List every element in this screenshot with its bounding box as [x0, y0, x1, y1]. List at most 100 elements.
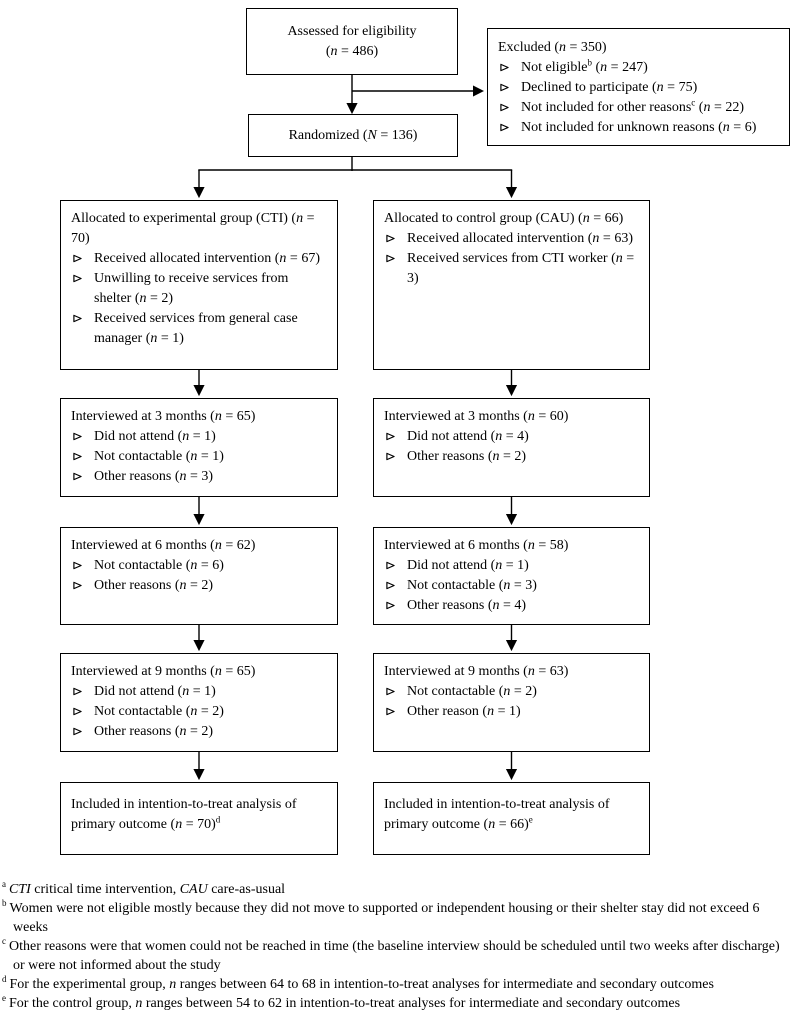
- arrow-bullet-icon: [73, 447, 94, 461]
- footnote-marker: c: [2, 936, 6, 947]
- list-item: Received services from CTI worker (n = 3…: [384, 249, 639, 289]
- list-item: Did not attend (n = 1): [384, 556, 639, 576]
- list-item-text: Did not attend (n = 1): [407, 558, 529, 573]
- box-title: Excluded (n = 350): [498, 40, 607, 55]
- list-item-text: Other reason (n = 1): [407, 704, 521, 719]
- list-item-text: Received services from CTI worker (n = 3…: [407, 251, 635, 286]
- control-itt-box: Included in intention-to-treat analysis …: [373, 782, 650, 855]
- list-item: Not contactable (n = 3): [384, 576, 639, 596]
- arrow-bullet-icon: [386, 229, 407, 243]
- experimental-9-months-box: Interviewed at 9 months (n = 65) Did not…: [60, 653, 338, 752]
- list-item: Other reasons (n = 2): [71, 722, 327, 742]
- control-9-months-box: Interviewed at 9 months (n = 63) Not con…: [373, 653, 650, 752]
- list-item: Unwilling to receive services from shelt…: [71, 269, 327, 309]
- assessed-line2: (n = 486): [325, 43, 379, 59]
- itt-text: Included in intention-to-treat analysis …: [384, 797, 610, 832]
- list-item: Not eligibleb (n = 247): [498, 58, 779, 78]
- list-item: Not contactable (n = 2): [71, 702, 327, 722]
- footnote-marker: d: [2, 974, 7, 985]
- list-item-text: Not contactable (n = 2): [94, 704, 224, 719]
- list-item-text: Not eligibleb (n = 247): [521, 57, 648, 75]
- arrow-bullet-icon: [73, 467, 94, 481]
- arrow-bullet-icon: [386, 596, 407, 610]
- footnote-term: CAU: [179, 882, 208, 897]
- arrow-bullet-icon: [500, 118, 521, 132]
- list-item: Received allocated intervention (n = 63): [384, 229, 639, 249]
- footnote-text: critical time intervention,: [30, 882, 180, 897]
- list-item-text: Not included for other reasonsc (n = 22): [521, 97, 745, 115]
- arrow-bullet-icon: [73, 576, 94, 590]
- arrow-bullet-icon: [386, 682, 407, 696]
- list-item: Other reasons (n = 2): [384, 447, 639, 467]
- arrow-bullet-icon: [386, 447, 407, 461]
- list-item-text: Did not attend (n = 1): [94, 429, 216, 444]
- list-item-text: Other reasons (n = 3): [94, 469, 214, 484]
- arrow-bullet-icon: [386, 576, 407, 590]
- footnote-marker: b: [2, 898, 7, 909]
- list-item-text: Other reasons (n = 2): [94, 578, 214, 593]
- list-item: Other reason (n = 1): [384, 702, 639, 722]
- list-item-text: Other reasons (n = 4): [407, 598, 527, 613]
- footnote-marker: a: [2, 879, 6, 890]
- itt-text: Included in intention-to-treat analysis …: [71, 797, 297, 832]
- arrow-bullet-icon: [73, 682, 94, 696]
- list-item-text: Other reasons (n = 2): [407, 449, 527, 464]
- control-6-months-box: Interviewed at 6 months (n = 58) Did not…: [373, 527, 650, 625]
- list-item: Not contactable (n = 1): [71, 447, 327, 467]
- experimental-allocation-box: Allocated to experimental group (CTI) (n…: [60, 200, 338, 370]
- list-item: Not included for unknown reasons (n = 6): [498, 118, 779, 138]
- arrow-bullet-icon: [73, 702, 94, 716]
- footnote-text: For the experimental group, n ranges bet…: [9, 977, 714, 992]
- footnote-text: Women were not eligible mostly because t…: [9, 901, 760, 935]
- list-item-text: Did not attend (n = 4): [407, 429, 529, 444]
- list-item-text: Not contactable (n = 2): [407, 684, 537, 699]
- box-title: Interviewed at 9 months (n = 65): [71, 664, 256, 679]
- footnote-text: For the control group, n ranges between …: [9, 996, 681, 1011]
- assessed-box: Assessed for eligibility (n = 486): [246, 8, 458, 75]
- list-item: Not contactable (n = 6): [71, 556, 327, 576]
- list-item: Not included for other reasonsc (n = 22): [498, 98, 779, 118]
- box-title: Allocated to control group (CAU) (n = 66…: [384, 211, 624, 226]
- list-item-text: Did not attend (n = 1): [94, 684, 216, 699]
- experimental-3-months-box: Interviewed at 3 months (n = 65) Did not…: [60, 398, 338, 497]
- arrow-bullet-icon: [386, 556, 407, 570]
- list-item-text: Unwilling to receive services from shelt…: [94, 271, 289, 306]
- list-item-text: Received allocated intervention (n = 63): [407, 231, 633, 246]
- footnote-term: CTI: [9, 882, 31, 897]
- list-item: Other reasons (n = 3): [71, 467, 327, 487]
- control-allocation-box: Allocated to control group (CAU) (n = 66…: [373, 200, 650, 370]
- experimental-6-months-box: Interviewed at 6 months (n = 62) Not con…: [60, 527, 338, 625]
- experimental-itt-box: Included in intention-to-treat analysis …: [60, 782, 338, 855]
- list-item-text: Not included for unknown reasons (n = 6): [521, 120, 757, 135]
- arrow-bullet-icon: [500, 58, 521, 72]
- assessed-line1: Assessed for eligibility: [287, 23, 417, 39]
- list-item-text: Declined to participate (n = 75): [521, 80, 698, 95]
- arrow-bullet-icon: [500, 78, 521, 92]
- list-item: Declined to participate (n = 75): [498, 78, 779, 98]
- box-title: Interviewed at 3 months (n = 60): [384, 409, 569, 424]
- footnote-marker: e: [2, 993, 6, 1004]
- list-item: Did not attend (n = 1): [71, 427, 327, 447]
- list-item: Received allocated intervention (n = 67): [71, 249, 327, 269]
- list-item: Did not attend (n = 4): [384, 427, 639, 447]
- footnote-text: Other reasons were that women could not …: [9, 939, 780, 973]
- list-item: Received services from general case mana…: [71, 309, 327, 349]
- box-title: Interviewed at 6 months (n = 58): [384, 538, 569, 553]
- list-item-text: Not contactable (n = 3): [407, 578, 537, 593]
- randomized-label: Randomized (N = 136): [288, 127, 418, 143]
- arrow-bullet-icon: [73, 427, 94, 441]
- excluded-box: Excluded (n = 350) Not eligibleb (n = 24…: [487, 28, 790, 146]
- arrow-bullet-icon: [73, 309, 94, 323]
- list-item-text: Other reasons (n = 2): [94, 724, 214, 739]
- arrow-bullet-icon: [386, 249, 407, 263]
- randomized-box: Randomized (N = 136): [248, 114, 458, 157]
- list-item: Not contactable (n = 2): [384, 682, 639, 702]
- list-item: Did not attend (n = 1): [71, 682, 327, 702]
- arrow-bullet-icon: [500, 98, 521, 112]
- arrow-bullet-icon: [386, 427, 407, 441]
